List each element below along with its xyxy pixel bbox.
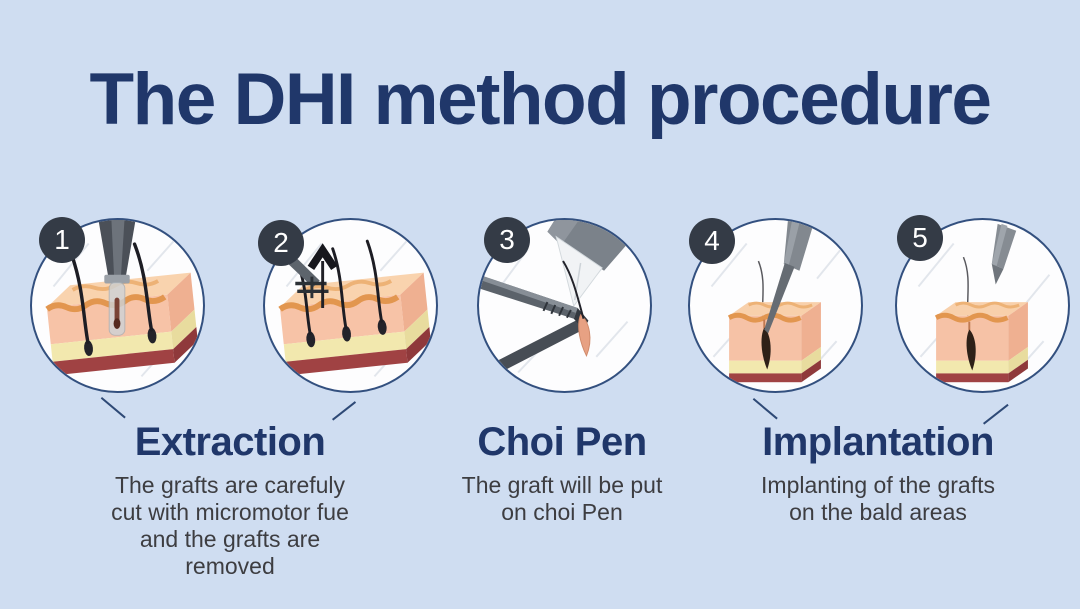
graft-removal-icon [272,234,431,377]
choi-pen-description: The graft will be put on choi Pen [461,472,663,525]
implantation-pen-icon [710,220,844,383]
extraction-heading: Extraction [134,420,326,464]
step-1-badge: 1 [39,217,85,263]
step-4-badge: 4 [689,218,735,264]
choi-pen-heading: Choi Pen [477,420,647,464]
extraction-description: The grafts are carefuly cut with micromo… [111,472,349,579]
step-2-badge: 2 [258,220,304,266]
implanted-graft-icon [917,223,1051,383]
step-2-circle [263,218,438,393]
implantation-description: Implanting of the grafts on the bald are… [761,472,995,525]
choi-pen-loading-icon [479,220,630,374]
step-5-badge: 5 [897,215,943,261]
leader-line-implantation-left [752,398,778,420]
step-1-circle [30,218,205,393]
step-3-badge: 3 [484,217,530,263]
micromotor-punch-icon [45,220,198,377]
leader-line-extraction-left [100,397,126,419]
step-5-circle [895,218,1070,393]
implantation-heading: Implantation [762,420,994,464]
page-title: The DHI method procedure [89,59,992,140]
leader-line-extraction-right [332,401,357,421]
